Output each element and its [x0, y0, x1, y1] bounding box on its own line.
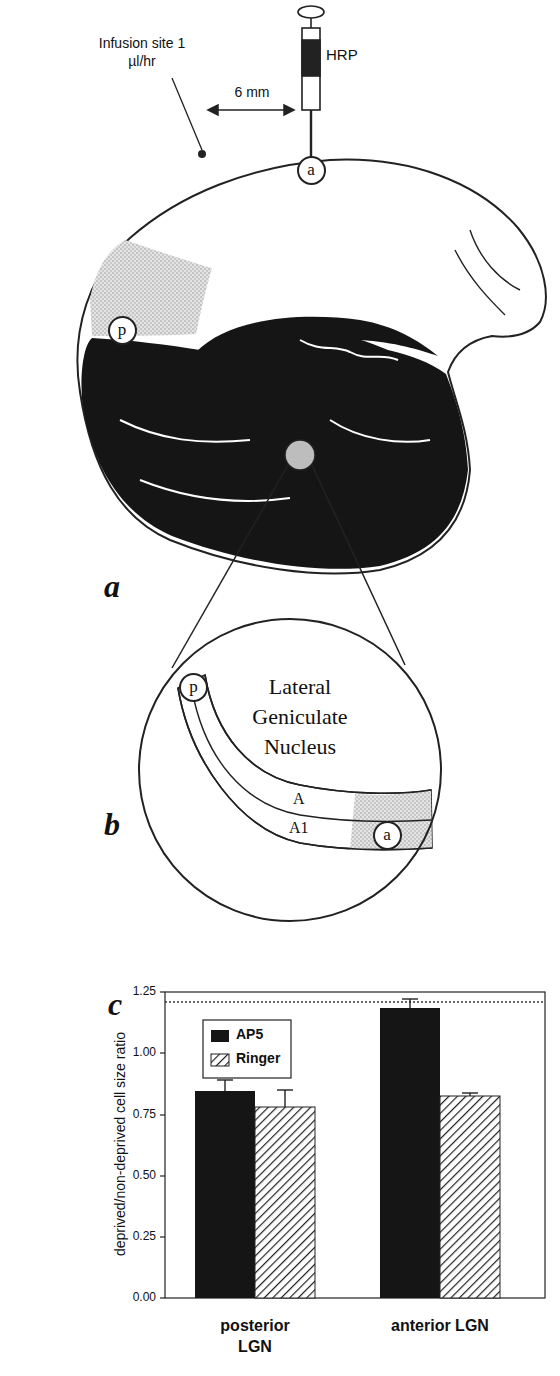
- letter-circle: p: [179, 673, 208, 702]
- figure-label: 0.00: [118, 1291, 156, 1305]
- figure-label: 1.25: [118, 985, 156, 999]
- letter-circle: a: [373, 821, 402, 850]
- legend-hatch-swatch: [211, 1054, 229, 1066]
- figure-label: 6 mm: [222, 84, 282, 100]
- circle-letter: a: [307, 161, 315, 178]
- figure-label: anterior LGN: [390, 1316, 490, 1337]
- brain-illustration: [77, 150, 545, 573]
- letter-circle: p: [108, 316, 137, 345]
- leader-line: [172, 78, 202, 150]
- syringe: [298, 6, 324, 158]
- circle-letter: a: [383, 826, 391, 843]
- legend-label: Ringer: [236, 1050, 280, 1067]
- figure-label: A: [293, 790, 313, 808]
- axis-title: deprived/non-deprived cell size ratio: [112, 979, 128, 1309]
- figure-label: posterior LGN: [205, 1316, 305, 1358]
- figure-label: A1: [289, 819, 319, 837]
- zoom-lines: [172, 465, 405, 668]
- circle-letter: p: [189, 678, 198, 695]
- structure-name: Lateral Geniculate Nucleus: [232, 672, 368, 762]
- legend-swatch: [211, 1030, 229, 1042]
- figure-label: b: [104, 806, 144, 843]
- figure-label: HRP: [326, 46, 376, 63]
- figure-label: Infusion site 1 µl/hr: [92, 34, 192, 70]
- legend-label: AP5: [236, 1026, 263, 1043]
- magnified-circle: Lateral Geniculate Nucleus p a: [138, 618, 442, 922]
- letter-circle: a: [297, 156, 326, 185]
- lgn-shape: [178, 675, 432, 850]
- circle-letter: p: [118, 321, 127, 338]
- bar-chart: [160, 992, 545, 1298]
- figure-label: a: [104, 568, 144, 605]
- dimension-arrow: [208, 105, 294, 115]
